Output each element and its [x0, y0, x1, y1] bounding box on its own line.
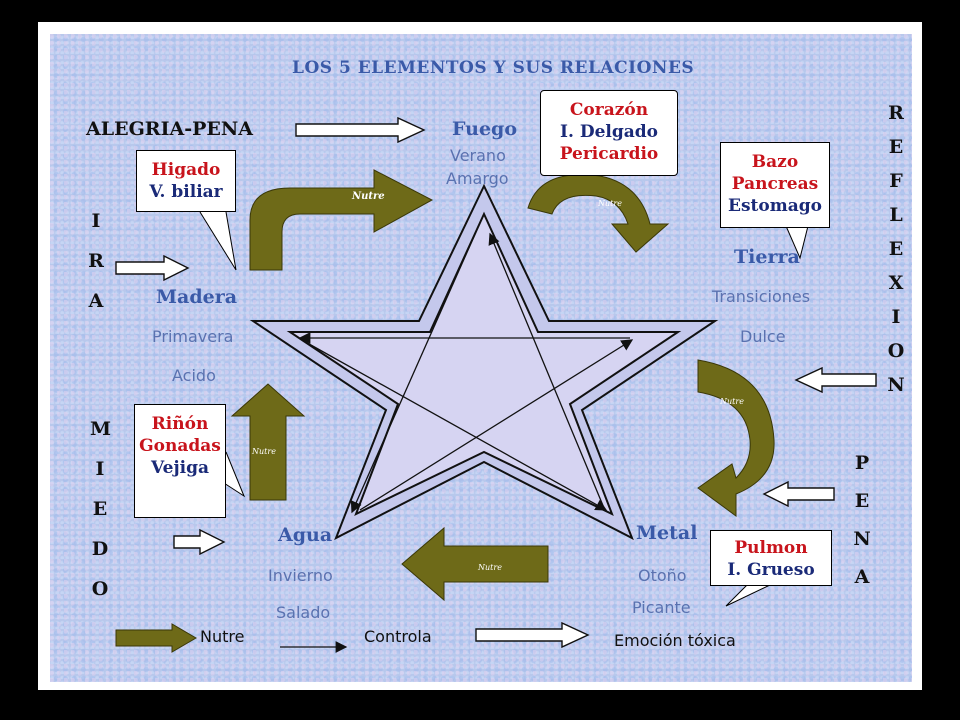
emotion-arrow-metal	[762, 480, 835, 508]
organ-agua-1: Riñón	[151, 414, 209, 434]
organ-madera-2: V. biliar	[149, 182, 223, 202]
organ-tierra-1: Bazo	[751, 152, 799, 172]
control-arrows	[298, 231, 634, 514]
nutre-label-agua-madera: Nutre	[252, 447, 276, 456]
element-agua-name: Agua	[278, 524, 333, 546]
element-fuego-taste: Amargo	[446, 169, 509, 188]
organ-fuego-3: Pericardio	[559, 144, 659, 164]
nutre-label-metal-agua: Nutre	[478, 563, 502, 572]
emotion-fuego: ALEGRIA-PENA	[86, 118, 253, 140]
legend-emocion-arrow	[475, 621, 590, 649]
vertical-letter: E	[888, 238, 904, 260]
organ-fuego-2: I. Delgado	[560, 122, 658, 142]
nourish-arrow-madera-fuego	[249, 169, 434, 271]
element-tierra-season: Transiciones	[712, 287, 811, 306]
organ-tierra-2: Pancreas	[731, 174, 819, 194]
vertical-letter: I	[891, 306, 901, 328]
vertical-letter: I	[91, 210, 101, 232]
legend-emocion-label: Emoción tóxica	[614, 631, 736, 650]
emotion-arrows	[115, 116, 877, 556]
nourish-arrow-agua-madera	[230, 383, 306, 501]
nourish-arrows	[230, 169, 775, 602]
legend-nutre-label: Nutre	[200, 627, 245, 646]
element-madera-name: Madera	[156, 286, 238, 308]
organ-box-fuego: Corazón I. Delgado Pericardio	[540, 90, 678, 176]
vertical-letter: I	[95, 458, 105, 480]
vertical-letter: E	[888, 136, 904, 158]
nourish-arrow-fuego-tierra	[527, 174, 670, 253]
organ-agua-2: Gonadas	[139, 436, 221, 456]
vertical-letter: R	[88, 250, 104, 272]
vertical-letter: F	[889, 170, 903, 192]
emotion-arrow-tierra	[794, 366, 877, 394]
vertical-letter: E	[92, 498, 108, 520]
element-fuego-season: Verano	[450, 146, 506, 165]
vertical-letter: X	[888, 272, 904, 294]
vertical-letter: O	[91, 578, 109, 600]
nutre-label-tierra-metal: Nutre	[720, 397, 744, 406]
organ-madera-1: Higado	[151, 160, 221, 180]
vertical-letter: E	[854, 490, 870, 512]
nourish-arrow-tierra-metal	[697, 359, 775, 517]
organ-box-metal: Pulmon I. Grueso	[710, 530, 832, 586]
organ-box-tierra: Bazo Pancreas Estomago	[720, 142, 830, 228]
element-metal-season: Otoño	[638, 566, 687, 585]
organ-tierra-3: Estomago	[728, 196, 822, 216]
organ-box-madera: Higado V. biliar	[136, 150, 236, 212]
element-tierra-taste: Dulce	[740, 327, 786, 346]
vertical-letter: R	[888, 102, 904, 124]
vertical-letter: M	[90, 418, 112, 440]
emotion-arrow-madera	[115, 254, 190, 282]
organ-metal-1: Pulmon	[734, 538, 808, 558]
legend-nutre-arrow	[115, 623, 197, 653]
vertical-letter: N	[887, 374, 905, 396]
vertical-letter: P	[854, 452, 870, 474]
emotion-arrow-fuego	[295, 116, 426, 144]
nutre-label-madera-fuego: Nutre	[352, 191, 385, 202]
vertical-letter: A	[88, 290, 104, 312]
organ-box-agua: Riñón Gonadas Vejiga	[134, 404, 226, 518]
vertical-letter: L	[889, 204, 903, 226]
element-fuego-name: Fuego	[452, 118, 518, 140]
organ-fuego-1: Corazón	[569, 100, 649, 120]
vertical-letter: D	[91, 538, 109, 560]
element-tierra-name: Tierra	[734, 246, 800, 268]
nutre-label-fuego-tierra: Nutre	[598, 199, 622, 208]
nourish-arrow-metal-agua	[401, 526, 549, 602]
diagram-title: LOS 5 ELEMENTOS Y SUS RELACIONES	[292, 58, 695, 78]
organ-agua-3: Vejiga	[151, 458, 209, 478]
legend-controla-label: Controla	[364, 627, 432, 646]
element-agua-taste: Salado	[276, 603, 331, 622]
star-inner	[286, 211, 682, 516]
vertical-letter: A	[854, 566, 870, 588]
emotion-arrow-agua	[173, 528, 226, 556]
organ-metal-2: I. Grueso	[727, 560, 815, 580]
element-metal-name: Metal	[636, 522, 698, 544]
vertical-letter: O	[887, 340, 905, 362]
element-agua-season: Invierno	[268, 566, 333, 585]
element-madera-taste: Acido	[172, 366, 216, 385]
element-metal-taste: Picante	[632, 598, 691, 617]
element-madera-season: Primavera	[152, 327, 234, 346]
vertical-letter: N	[853, 528, 871, 550]
